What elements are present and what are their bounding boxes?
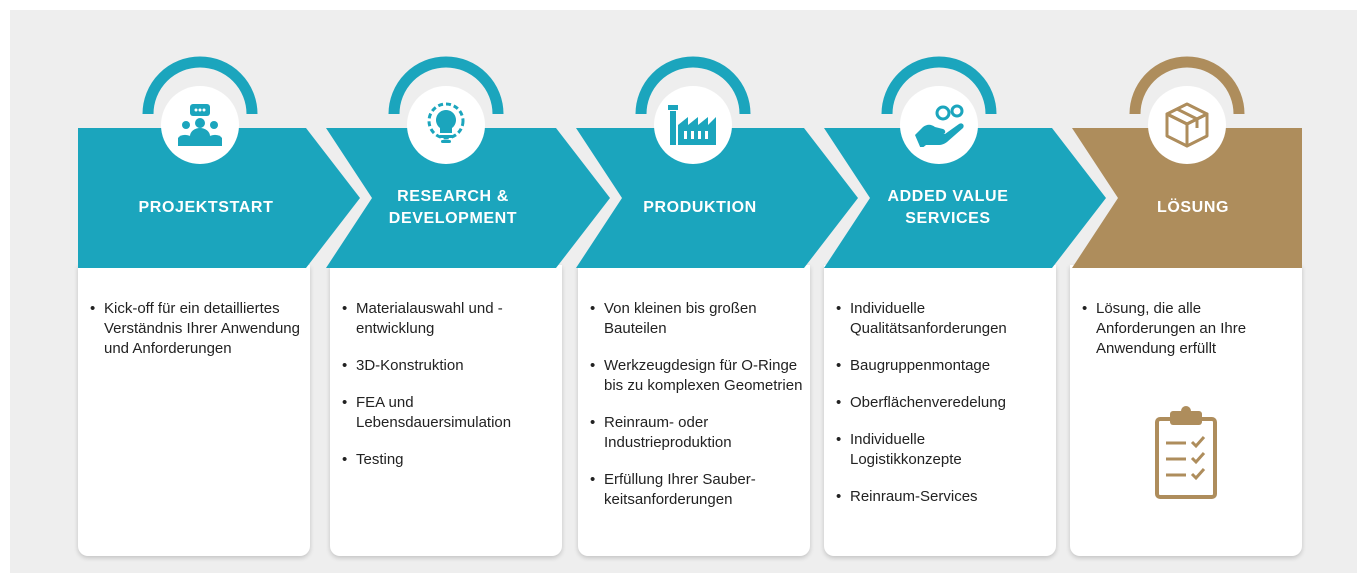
package-box-icon (1148, 86, 1226, 164)
step-card-added-value: Individuelle Qualitätsanforderungen Baug… (824, 265, 1056, 556)
bullet-item: Individuelle Logistikkonzepte (836, 430, 1010, 470)
chevron-added-value (824, 128, 1106, 268)
bullet-item: Reinraum- oder Industrieproduktion (590, 413, 774, 453)
step-title-added-value: ADDED VALUE SERVICES (887, 188, 1009, 227)
bullet-item: Testing (342, 450, 554, 470)
process-diagram: Kick-off für ein detailliertes Verständn… (10, 10, 1357, 573)
bullet-list: Von kleinen bis großen Bauteilen Werkzeu… (590, 299, 802, 527)
bullet-item: Materialauswahl und -entwicklung (342, 299, 551, 339)
bullet-item: Reinraum-Services (836, 487, 1048, 507)
bullet-list: Materialauswahl und -entwicklung 3D-Kons… (342, 299, 554, 487)
bullet-item: 3D-Konstruktion (342, 356, 554, 376)
step-card-produktion: Von kleinen bis großen Bauteilen Werkzeu… (578, 265, 810, 556)
arc-loesung (1129, 56, 1245, 115)
arc-produktion (635, 56, 751, 115)
bullet-list: Kick-off für ein detailliertes Verständn… (90, 299, 302, 376)
chevron-loesung (1072, 128, 1302, 268)
lightbulb-gear-icon (407, 86, 485, 164)
chevron-produktion (576, 128, 858, 268)
step-title-loesung: LÖSUNG (1156, 199, 1230, 216)
bullet-list: Individuelle Qualitätsanforderungen Baug… (836, 299, 1048, 524)
chevron-research (326, 128, 610, 268)
step-card-loesung: Lösung, die alle Anforderungen an Ihre A… (1070, 265, 1302, 556)
arc-research (388, 56, 504, 115)
bullet-item: Individuelle Qualitätsanforderungen (836, 299, 1048, 339)
meeting-people-icon (161, 86, 239, 164)
step-title-produktion: PRODUKTION (643, 199, 757, 216)
step-card-research: Materialauswahl und -entwicklung 3D-Kons… (330, 265, 562, 556)
bullet-item: Lösung, die alle Anforderungen an Ihre A… (1082, 299, 1266, 359)
bullet-item: Werkzeugdesign für O-Ringe bis zu komple… (590, 356, 804, 396)
step-title-research: RESEARCH & DEVELOPMENT (388, 188, 518, 227)
clipboard-checklist-icon (1154, 405, 1218, 506)
bullet-item: Von kleinen bis großen Bauteilen (590, 299, 794, 339)
step-card-projektstart: Kick-off für ein detailliertes Verständn… (78, 265, 310, 556)
hand-coins-icon (900, 86, 978, 164)
arc-added-value (881, 56, 997, 115)
chevron-projektstart (78, 128, 360, 268)
factory-icon (654, 86, 732, 164)
bullet-item: FEA und Lebensdauersimulation (342, 393, 546, 433)
bullet-item: Kick-off für ein detailliertes Verständn… (90, 299, 304, 359)
bullet-item: Oberflächenveredelung (836, 393, 1048, 413)
bullet-list: Lösung, die alle Anforderungen an Ihre A… (1082, 299, 1294, 376)
process-arrows (78, 56, 1302, 268)
bullet-item: Erfüllung Ihrer Sauber-keitsanforderunge… (590, 470, 794, 510)
arc-projektstart (142, 56, 258, 115)
step-title-projektstart: PROJEKTSTART (138, 199, 274, 216)
bullet-item: Baugruppenmontage (836, 356, 1048, 376)
